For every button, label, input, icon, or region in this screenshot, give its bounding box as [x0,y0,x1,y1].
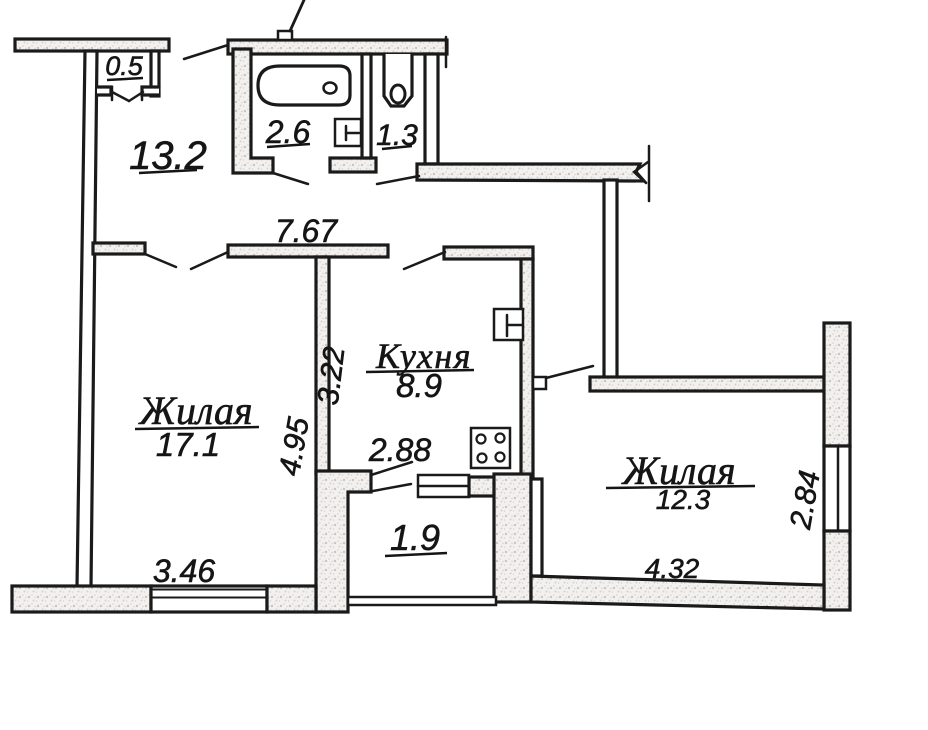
svg-text:2.6: 2.6 [265,114,311,150]
svg-text:Жилая: Жилая [137,388,252,433]
svg-text:4.95: 4.95 [273,415,316,479]
svg-text:7.67: 7.67 [275,213,338,249]
svg-text:2.88: 2.88 [368,432,431,468]
svg-text:1.9: 1.9 [390,517,440,558]
svg-text:2.84: 2.84 [784,468,827,532]
svg-text:4.32: 4.32 [645,553,700,584]
svg-text:0.5: 0.5 [105,51,144,81]
svg-text:Жилая: Жилая [620,448,735,493]
svg-text:3.46: 3.46 [153,553,215,589]
svg-text:12.3: 12.3 [656,484,711,515]
svg-text:17.1: 17.1 [156,426,220,463]
svg-text:3.22: 3.22 [312,345,352,407]
svg-text:8.9: 8.9 [396,367,442,404]
